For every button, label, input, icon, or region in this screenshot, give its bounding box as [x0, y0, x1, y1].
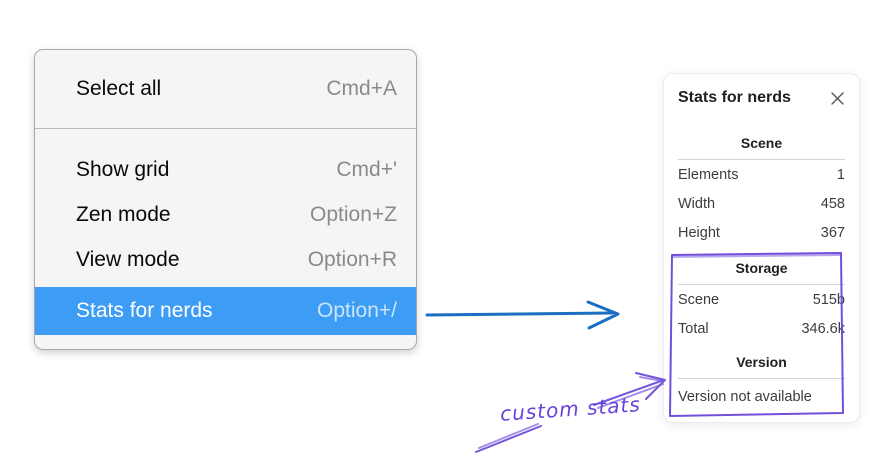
menu-item-label: Zen mode — [76, 202, 171, 226]
divider — [678, 159, 845, 160]
stats-panel-title: Stats for nerds — [678, 89, 791, 106]
stat-label: Width — [678, 195, 716, 212]
close-icon — [830, 91, 844, 105]
menu-item-view-mode[interactable]: View mode Option+R — [35, 237, 416, 282]
stat-value: 458 — [820, 195, 845, 212]
stat-row-width: Width 458 — [678, 189, 845, 218]
menu-item-label: View mode — [76, 247, 180, 271]
context-menu: Select all Cmd+A Show grid Cmd+' Zen mod… — [34, 49, 417, 350]
stat-value: 346.6k — [801, 320, 845, 337]
menu-item-show-grid[interactable]: Show grid Cmd+' — [35, 147, 416, 192]
scene-section-heading: Scene — [740, 135, 783, 151]
menu-item-label: Show grid — [76, 157, 170, 181]
stat-label: Scene — [678, 291, 720, 308]
menu-item-shortcut: Option+R — [307, 247, 397, 271]
storage-section-heading: Storage — [735, 260, 788, 276]
stat-label: Height — [678, 224, 720, 241]
divider — [678, 378, 845, 379]
flow-arrow — [425, 300, 620, 330]
custom-stats-annotation: custom stats — [499, 392, 642, 426]
menu-item-select-all[interactable]: Select all Cmd+A — [35, 67, 416, 112]
menu-item-shortcut: Cmd+A — [326, 77, 397, 100]
stat-row-elements: Elements 1 — [678, 160, 845, 189]
stat-label: Total — [678, 320, 709, 337]
menu-item-label: Select all — [76, 77, 162, 100]
stat-value: 1 — [836, 166, 845, 183]
stat-row-scene-storage: Scene 515b — [678, 285, 845, 314]
stat-row-total-storage: Total 346.6k — [678, 314, 845, 343]
stats-panel: Stats for nerds Scene Elements 1 Width 4… — [663, 73, 860, 423]
menu-item-stats-for-nerds[interactable]: Stats for nerds Option+/ — [35, 287, 416, 335]
menu-item-shortcut: Option+/ — [317, 299, 397, 322]
stat-value: 515b — [812, 291, 845, 308]
menu-item-zen-mode[interactable]: Zen mode Option+Z — [35, 192, 416, 237]
stat-value: 367 — [820, 224, 845, 241]
version-note: Version not available — [678, 389, 812, 405]
close-button[interactable] — [829, 90, 845, 106]
version-section-heading: Version — [736, 354, 787, 370]
stat-label: Elements — [678, 166, 739, 183]
stats-panel-header: Stats for nerds — [678, 88, 845, 108]
menu-item-shortcut: Option+Z — [310, 202, 397, 226]
menu-item-label: Stats for nerds — [76, 299, 213, 322]
stat-row-height: Height 367 — [678, 218, 845, 247]
menu-item-shortcut: Cmd+' — [336, 157, 397, 181]
